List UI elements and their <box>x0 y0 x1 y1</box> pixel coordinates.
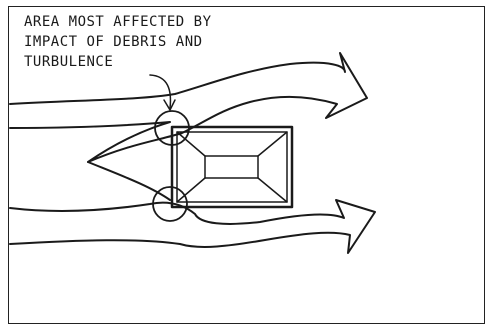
annotation-line-3: TURBULENCE <box>24 54 114 70</box>
impact-zone-circle-top <box>154 110 190 146</box>
annotation-line-2: IMPACT OF DEBRIS AND <box>24 34 203 50</box>
wind-flow-arrow-top <box>9 52 368 163</box>
annotation-leader-line <box>149 74 172 109</box>
building-hip-roof <box>176 131 288 203</box>
diagram-frame <box>8 6 485 324</box>
impact-zone-circle-bottom <box>152 186 188 222</box>
building-inner-wall <box>176 131 288 203</box>
annotation-line-1: AREA MOST AFFECTED BY <box>24 14 212 30</box>
building-outer-wall <box>170 125 294 209</box>
annotation-leader-arrowhead <box>163 99 176 111</box>
annotation-label: AREA MOST AFFECTED BY IMPACT OF DEBRIS A… <box>24 12 284 72</box>
wind-flow-converge-bottom <box>87 161 171 201</box>
wind-flow-arrow-bottom <box>9 199 376 254</box>
